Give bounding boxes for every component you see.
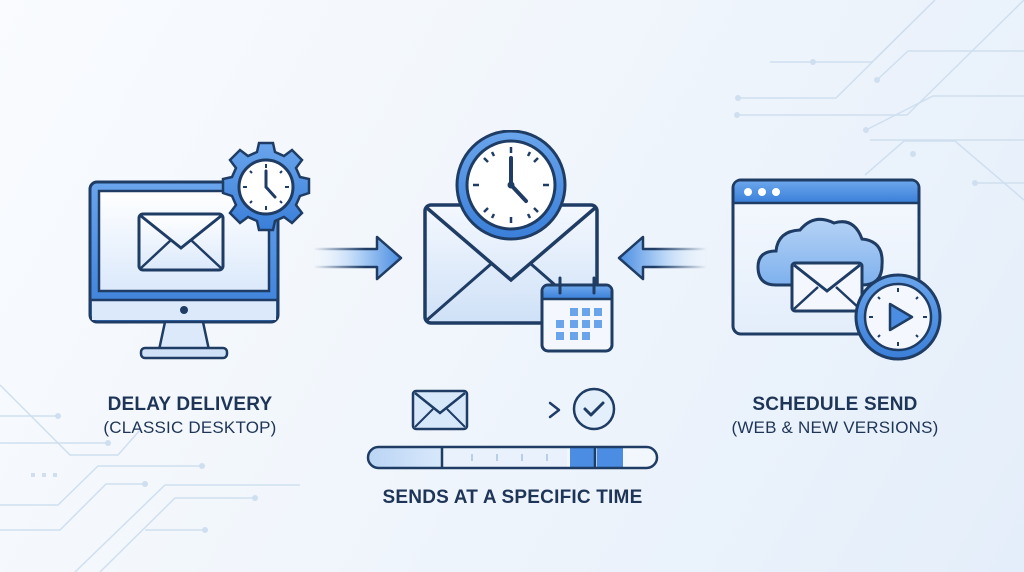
center-caption: SENDS AT A SPECIFIC TIME bbox=[382, 487, 643, 508]
desktop-monitor-icon bbox=[88, 141, 311, 360]
schedule-send-title: SCHEDULE SEND bbox=[752, 394, 918, 415]
delay-delivery-title: DELAY DELIVERY bbox=[107, 394, 273, 415]
checkmark-circle-icon bbox=[572, 387, 616, 431]
arrow-left-icon bbox=[617, 235, 709, 281]
gear-clock-icon bbox=[221, 141, 311, 232]
small-envelope-icon bbox=[411, 389, 469, 431]
timeline-progress-bar bbox=[366, 445, 659, 470]
browser-schedule-icon bbox=[731, 178, 942, 361]
calendar-icon bbox=[540, 276, 614, 353]
send-flow-graphic bbox=[411, 387, 616, 431]
delay-delivery-subtitle: (CLASSIC DESKTOP) bbox=[103, 418, 277, 437]
envelope-icon bbox=[790, 261, 864, 313]
scheduled-email-icon bbox=[423, 130, 614, 353]
play-clock-icon bbox=[854, 273, 942, 361]
arrow-right-icon bbox=[311, 235, 403, 281]
schedule-send-subtitle: (WEB & NEW VERSIONS) bbox=[731, 418, 939, 437]
clock-icon bbox=[455, 130, 567, 241]
envelope-icon bbox=[137, 212, 225, 272]
